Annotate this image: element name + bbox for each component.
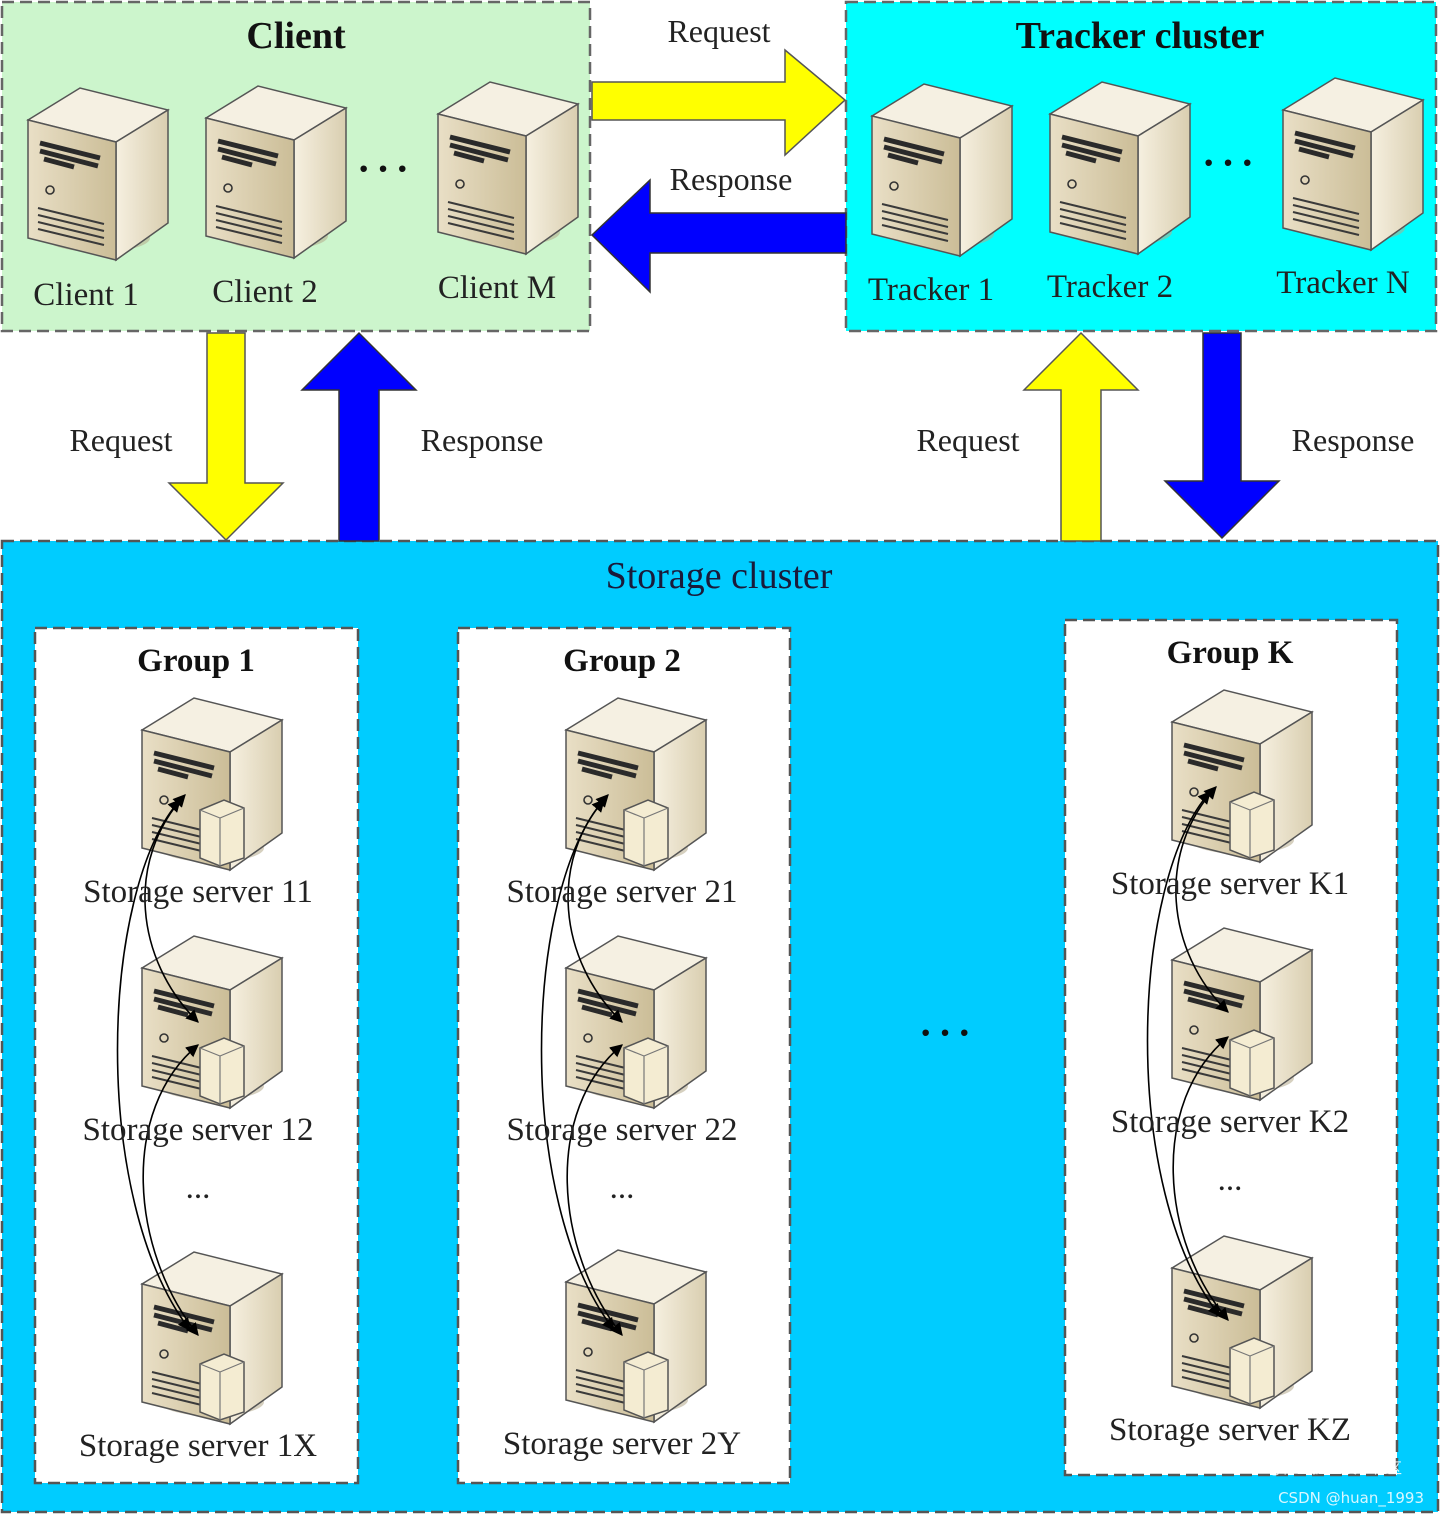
group-2: Group 2 Storage server 21 Storage server…	[503, 643, 741, 1462]
storage-server-k1-label: Storage server K1	[1111, 866, 1349, 902]
tracker-cluster-title: Tracker cluster	[1016, 15, 1265, 57]
response-arrow-tracker-to-storage	[1163, 332, 1281, 540]
group-2-title: Group 2	[563, 643, 681, 679]
label-request-client-to-storage: Request	[69, 422, 172, 458]
file-icon	[623, 1351, 669, 1419]
storage-server-12-label: Storage server 12	[83, 1112, 314, 1148]
label-response-tracker-to-client: Response	[670, 161, 793, 197]
label-request-client-to-tracker: Request	[667, 13, 770, 49]
group-2-ellipsis: ...	[610, 1170, 635, 1206]
response-arrow-tracker-to-client	[590, 178, 847, 294]
groups-ellipsis: ···	[919, 1010, 977, 1055]
group-1-ellipsis: ...	[186, 1170, 211, 1206]
sync-arrow	[116, 799, 191, 1332]
storage-cluster-title: Storage cluster	[606, 555, 833, 597]
file-icon	[199, 799, 245, 867]
group-k-ellipsis: ...	[1218, 1162, 1243, 1198]
sync-arrow	[142, 1044, 199, 1337]
file-icon	[199, 1037, 245, 1105]
request-arrow-client-to-tracker	[591, 48, 847, 157]
client-1-server-icon	[28, 88, 168, 260]
file-icon	[1229, 1337, 1275, 1405]
storage-server-1x-label: Storage server 1X	[79, 1428, 317, 1464]
storage-server-11-label: Storage server 11	[83, 874, 313, 910]
group-1: Group 1 Storage server 11 Storage server…	[79, 643, 317, 1464]
tracker-n-label: Tracker N	[1276, 265, 1410, 301]
file-icon	[199, 1353, 245, 1421]
client-m-label: Client M	[438, 270, 556, 306]
file-icon	[623, 1037, 669, 1105]
request-arrow-storage-to-tracker	[1022, 331, 1140, 542]
client-1-label: Client 1	[33, 277, 138, 313]
storage-server-kz-label: Storage server KZ	[1109, 1412, 1351, 1448]
storage-server-2y-label: Storage server 2Y	[503, 1426, 741, 1462]
label-response-tracker-to-storage: Response	[1292, 422, 1415, 458]
file-icon	[1229, 1029, 1275, 1097]
sync-arrow	[1146, 791, 1221, 1318]
label-response-storage-to-client: Response	[421, 422, 544, 458]
watermark-line-2: CSDN @huan_1993	[1278, 1489, 1424, 1508]
tracker-1-server-icon	[872, 84, 1012, 256]
group-k: Group K Storage server K1 Storage server…	[1109, 635, 1351, 1448]
group-k-title: Group K	[1167, 635, 1294, 671]
group-1-title: Group 1	[137, 643, 255, 679]
client-cluster-title: Client	[246, 15, 346, 57]
label-request-storage-to-tracker: Request	[916, 422, 1019, 458]
sync-arrow	[566, 1044, 623, 1337]
tracker-1-label: Tracker 1	[868, 272, 994, 308]
response-arrow-storage-to-client	[300, 331, 418, 542]
sync-arrow	[1172, 1036, 1229, 1321]
file-icon	[623, 799, 669, 867]
file-icon	[1229, 791, 1275, 859]
storage-server-k2-label: Storage server K2	[1111, 1104, 1349, 1140]
client-2-label: Client 2	[212, 274, 317, 310]
tracker-ellipsis: ···	[1202, 140, 1260, 185]
client-ellipsis: ···	[357, 146, 415, 191]
tracker-n-server-icon	[1283, 78, 1423, 250]
tracker-2-label: Tracker 2	[1047, 269, 1173, 305]
client-2-server-icon	[206, 86, 346, 258]
request-arrow-client-to-storage	[167, 332, 285, 542]
storage-server-21-label: Storage server 21	[507, 874, 738, 910]
sync-arrow	[540, 799, 615, 1332]
storage-server-22-label: Storage server 22	[507, 1112, 738, 1148]
tracker-2-server-icon	[1050, 82, 1190, 254]
client-m-server-icon	[438, 82, 578, 254]
watermark-line-1: @稀土掘金技术社区	[1267, 1459, 1402, 1477]
